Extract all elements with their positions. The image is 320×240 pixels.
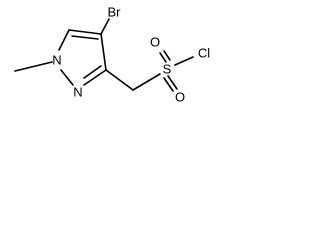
- atom-oxygen-top: O: [150, 34, 160, 49]
- bond-c3-ch2: [105, 69, 134, 91]
- bond-c3-n2: [83, 69, 107, 86]
- atom-chlorine: Cl: [198, 45, 210, 60]
- chemical-structure: Br N N S O O Cl: [14, 4, 210, 104]
- atom-bromine: Br: [108, 4, 122, 19]
- bond-n1-c5: [58, 29, 70, 51]
- bond-c4-br: [100, 18, 110, 35]
- bonds: [14, 18, 194, 92]
- bond-c4-c3: [100, 33, 107, 71]
- atom-sulfur: S: [163, 61, 172, 76]
- bond-s-o-top-a: [159, 52, 167, 63]
- bond-ch2-s: [132, 73, 161, 91]
- bond-n2-n1: [60, 69, 74, 86]
- atom-oxygen-bottom: O: [175, 89, 185, 104]
- bond-s-o-bottom-a: [163, 77, 174, 92]
- atom-nitrogen-1: N: [52, 52, 61, 67]
- bond-s-cl: [174, 56, 194, 66]
- bond-s-o-bottom-b: [167, 75, 178, 90]
- bond-c3-n2-double: [83, 65, 102, 79]
- bond-methyl-n1: [14, 61, 53, 72]
- bond-c5-c4-double: [71, 35, 99, 40]
- bond-c5-c4: [68, 29, 102, 35]
- atom-nitrogen-2: N: [73, 84, 82, 99]
- bond-s-o-top-b: [163, 50, 171, 61]
- atom-labels: Br N N S O O Cl: [52, 4, 210, 104]
